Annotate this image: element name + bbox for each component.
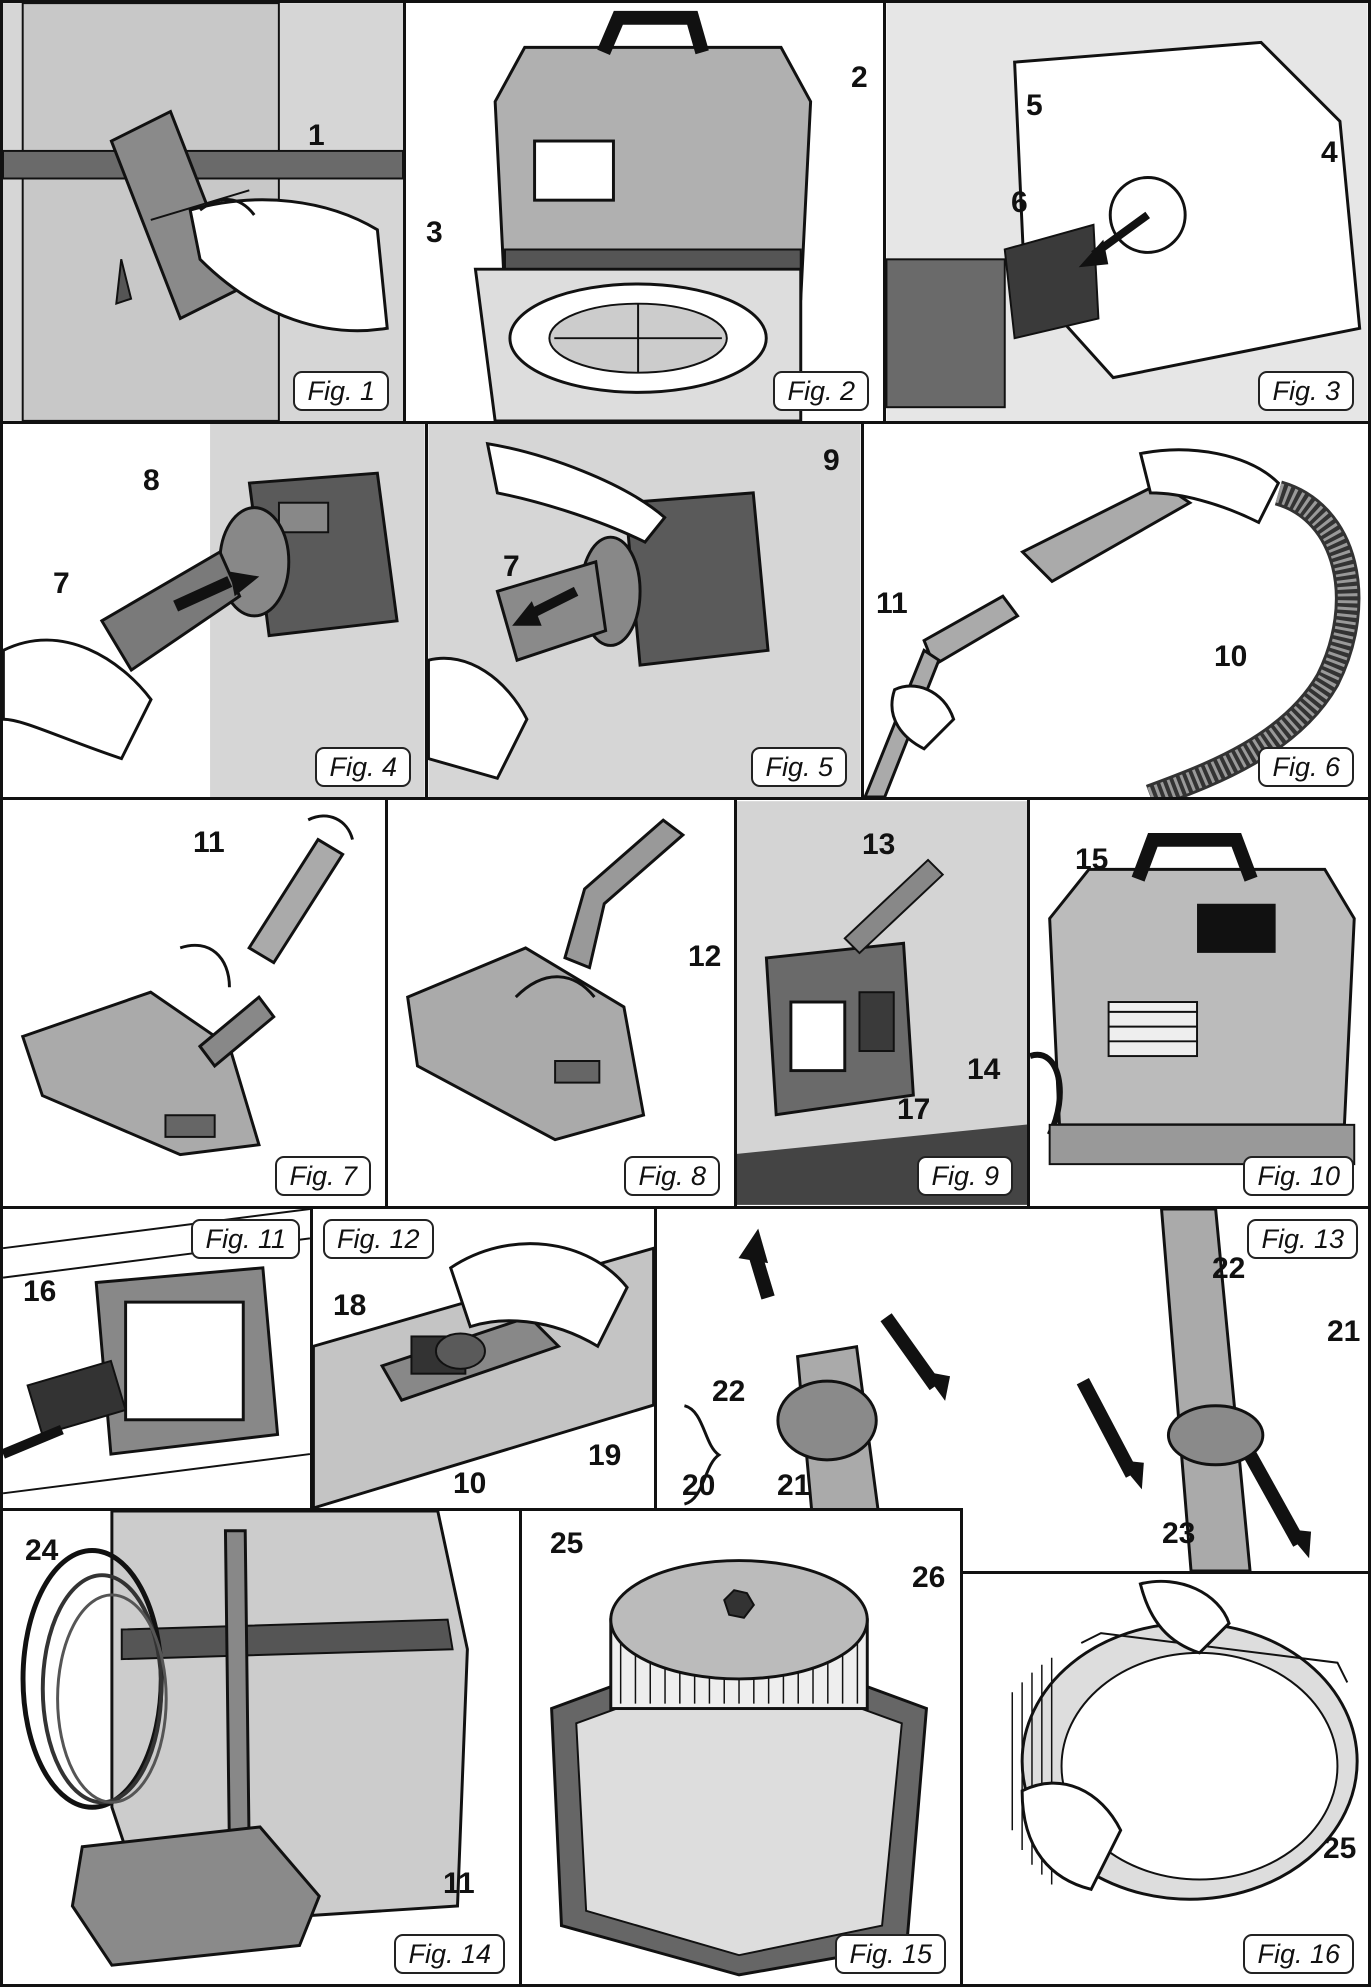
fig7-label: Fig. 7 [275, 1156, 371, 1196]
fig15-illustration [550, 1559, 929, 1977]
fig2-label: Fig. 2 [773, 371, 869, 411]
fig8-label: Fig. 8 [624, 1156, 720, 1196]
fig9-callout-17: 17 [897, 1093, 931, 1126]
figure-2-panel: 2 3 Fig. 2 [403, 0, 886, 424]
fig11-illustration [3, 1209, 310, 1495]
figure-9-panel: 13 14 17 Fig. 9 [734, 797, 1030, 1209]
fig1-callout-1: 1 [308, 119, 325, 152]
fig7-illustration [20, 814, 354, 1157]
fig14-label: Fig. 14 [394, 1934, 505, 1974]
fig8-illustration [406, 818, 686, 1142]
figure-1-panel: 1 Fig. 1 [0, 0, 406, 424]
figure-3-panel: 5 4 6 Fig. 3 [883, 0, 1371, 424]
figure-15-panel: 25 26 Fig. 15 [519, 1508, 963, 1987]
fig14-callout-24: 24 [25, 1534, 59, 1567]
fig2-callout-2: 2 [851, 61, 868, 94]
fig6-illustration [864, 448, 1361, 797]
fig3-callout-6: 6 [1011, 186, 1028, 219]
fig13-callout-20: 20 [682, 1469, 716, 1502]
fig1-illustration [3, 3, 403, 421]
figure-14-panel: 24 11 Fig. 14 [0, 1508, 522, 1987]
fig12-callout-10: 10 [453, 1467, 487, 1500]
fig6-callout-11: 11 [876, 587, 908, 620]
fig5-callout-7: 7 [503, 550, 520, 583]
fig1-label: Fig. 1 [293, 371, 389, 411]
fig3-callout-4: 4 [1321, 136, 1338, 169]
fig16-label: Fig. 16 [1243, 1934, 1354, 1974]
fig10-illustration [1030, 833, 1356, 1166]
fig4-illustration [3, 424, 425, 797]
fig13-callout-22-right: 22 [1212, 1252, 1246, 1285]
fig12-callout-18: 18 [333, 1289, 367, 1322]
fig10-label: Fig. 10 [1243, 1156, 1354, 1196]
fig11-label: Fig. 11 [191, 1219, 300, 1259]
figure-12-panel: 18 19 10 Fig. 12 [310, 1206, 657, 1511]
fig3-illustration [886, 3, 1368, 421]
fig12-label: Fig. 12 [323, 1219, 434, 1259]
fig6-label: Fig. 6 [1258, 747, 1354, 787]
fig9-label: Fig. 9 [917, 1156, 1013, 1196]
fig14-callout-11: 11 [443, 1867, 475, 1900]
fig2-illustration [473, 10, 813, 421]
fig13-callout-22-left: 22 [712, 1375, 746, 1408]
fig4-callout-8: 8 [143, 464, 160, 497]
figure-16-panel: 25 Fig. 16 [960, 1571, 1371, 1987]
fig7-callout-11: 11 [193, 826, 225, 859]
figure-4-panel: 8 7 Fig. 4 [0, 421, 428, 800]
fig3-label: Fig. 3 [1258, 371, 1354, 411]
fig14-illustration [20, 1511, 469, 1967]
fig15-callout-25: 25 [550, 1527, 584, 1560]
figure-10-panel: 15 Fig. 10 [1027, 797, 1371, 1209]
figure-11-panel: 16 Fig. 11 [0, 1206, 313, 1511]
fig9-callout-14: 14 [967, 1053, 1001, 1086]
figure-6-panel: 11 10 Fig. 6 [861, 421, 1371, 800]
fig10-callout-15: 15 [1075, 843, 1109, 876]
fig4-callout-7: 7 [53, 567, 70, 600]
fig6-callout-10: 10 [1214, 640, 1248, 673]
fig15-callout-26: 26 [912, 1561, 946, 1594]
fig16-callout-25: 25 [1323, 1832, 1357, 1865]
figure-8-panel: 12 Fig. 8 [385, 797, 737, 1209]
fig11-callout-16: 16 [23, 1275, 57, 1308]
figure-7-panel: 11 Fig. 7 [0, 797, 388, 1209]
fig12-illustration [313, 1242, 654, 1508]
fig12-callout-19: 19 [588, 1439, 622, 1472]
fig5-label: Fig. 5 [751, 747, 847, 787]
fig13-callout-23: 23 [1162, 1517, 1196, 1550]
figure-13-panel: 22 21 20 21 22 23 Fig. 13 [654, 1206, 1371, 1574]
fig3-callout-5: 5 [1026, 89, 1043, 122]
fig5-callout-9: 9 [823, 444, 840, 477]
fig13-callout-21-right: 21 [1327, 1315, 1361, 1348]
fig5-illustration [428, 424, 861, 797]
fig2-callout-3: 3 [426, 216, 443, 249]
fig4-label: Fig. 4 [315, 747, 411, 787]
fig16-illustration [1011, 1579, 1359, 1901]
fig13-label: Fig. 13 [1247, 1219, 1358, 1259]
figure-5-panel: 9 7 Fig. 5 [425, 421, 864, 800]
fig13-callout-21-left: 21 [777, 1469, 811, 1502]
fig8-callout-12: 12 [688, 940, 722, 973]
fig15-label: Fig. 15 [835, 1934, 946, 1974]
fig9-callout-13: 13 [862, 828, 896, 861]
